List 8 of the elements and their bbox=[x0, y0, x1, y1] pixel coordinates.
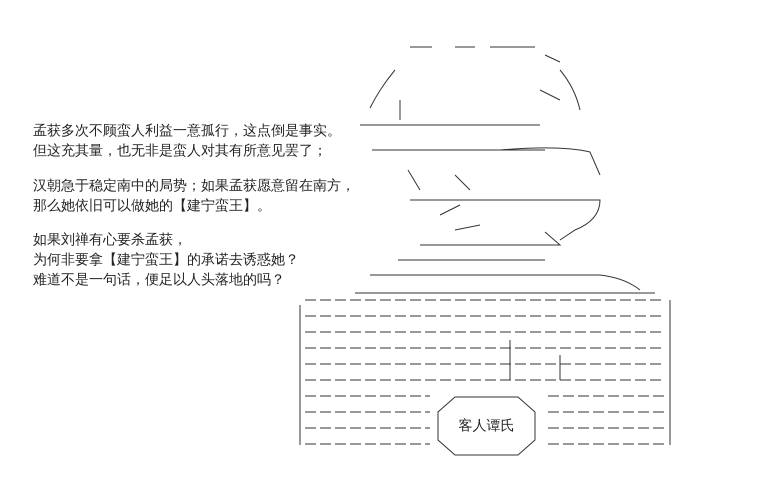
caption-text: 那么她依旧可以做她的【建宁蛮王】。 bbox=[33, 197, 271, 215]
caption-text: 难道不是一句话，便足以人头落地的吗？ bbox=[33, 271, 285, 289]
caption-text: 为何非要拿【建宁蛮王】的承诺去诱惑她？ bbox=[33, 251, 299, 269]
caption-text: 但这充其量，也无非是蛮人对其有所意见罢了； bbox=[33, 142, 327, 160]
caption-text: 如果刘禅有心要杀孟获， bbox=[33, 231, 187, 249]
name-tag-text: 客人谭氏 bbox=[458, 416, 514, 436]
caption-text: 孟获多次不顾蛮人利益一意孤行，这点倒是事实。 bbox=[33, 122, 341, 140]
caption-text: 汉朝急于稳定南中的局势；如果孟获愿意留在南方， bbox=[33, 177, 355, 195]
